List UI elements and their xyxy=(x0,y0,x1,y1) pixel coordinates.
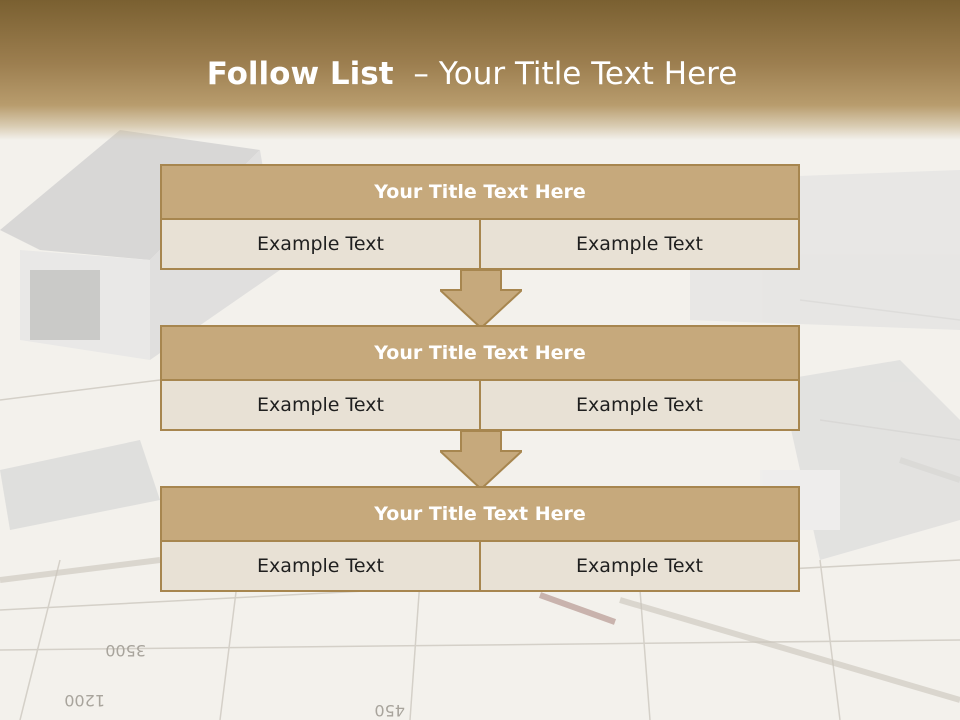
follow-block-1: Your Title Text Here Example Text Exampl… xyxy=(160,164,800,270)
slide-title-bold: Follow List xyxy=(206,56,394,92)
down-arrow-icon xyxy=(440,431,522,491)
follow-block-row: Example Text Example Text xyxy=(160,542,800,592)
follow-block-cell-right: Example Text xyxy=(481,542,800,592)
title-bar-background xyxy=(0,0,960,140)
follow-block-title: Your Title Text Here xyxy=(160,325,800,381)
follow-block-cell-left: Example Text xyxy=(160,220,481,270)
slide-title-separator: – xyxy=(413,56,429,92)
follow-block-3: Your Title Text Here Example Text Exampl… xyxy=(160,486,800,592)
follow-block-2: Your Title Text Here Example Text Exampl… xyxy=(160,325,800,431)
svg-text:450: 450 xyxy=(374,701,405,720)
follow-block-title: Your Title Text Here xyxy=(160,486,800,542)
svg-text:3500: 3500 xyxy=(105,641,146,660)
follow-block-cell-left: Example Text xyxy=(160,542,481,592)
follow-block-cell-right: Example Text xyxy=(481,381,800,431)
follow-block-cell-right: Example Text xyxy=(481,220,800,270)
slide-title-rest: Your Title Text Here xyxy=(438,56,738,92)
follow-block-row: Example Text Example Text xyxy=(160,381,800,431)
follow-block-title: Your Title Text Here xyxy=(160,164,800,220)
down-arrow-icon xyxy=(440,270,522,330)
slide-title: Follow List –Your Title Text Here xyxy=(0,56,944,92)
follow-block-cell-left: Example Text xyxy=(160,381,481,431)
svg-text:1200: 1200 xyxy=(64,691,105,710)
follow-block-row: Example Text Example Text xyxy=(160,220,800,270)
